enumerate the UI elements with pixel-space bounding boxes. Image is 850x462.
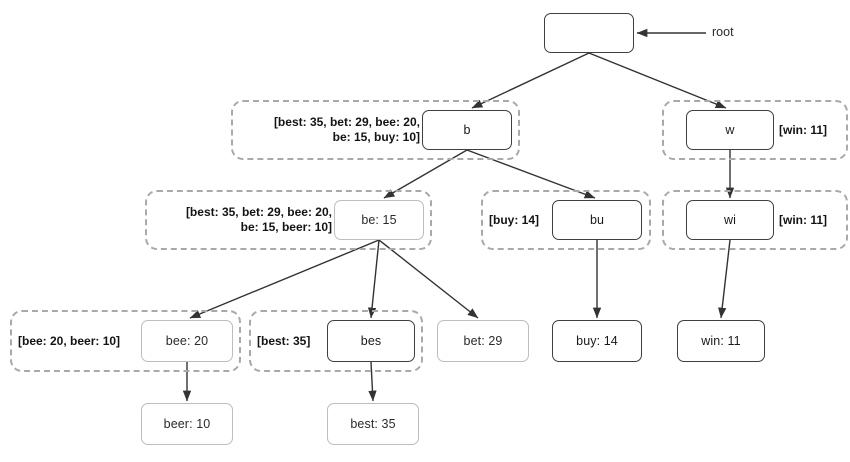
edge-root-b [471,52,590,109]
node-bu[interactable]: bu [552,200,642,240]
node-w[interactable]: w [686,110,774,150]
annot-b: [best: 35, bet: 29, bee: 20, be: 15, buy… [273,115,420,144]
edge-root-w [588,52,727,109]
node-be[interactable]: be: 15 [334,200,424,240]
node-beer[interactable]: beer: 10 [141,403,233,445]
node-root[interactable] [544,13,634,53]
annot-wi: [win: 11] [779,212,828,227]
edge-be-bes [367,239,380,319]
annot-bes: [best: 35] [257,333,311,348]
edge-bes-best [368,361,377,402]
node-bee[interactable]: bee: 20 [141,320,233,362]
annot-bu: [buy: 14] [489,212,540,227]
edge-wi-win [718,239,731,319]
annot-be: [best: 35, bet: 29, bee: 20, be: 15, bee… [185,205,332,234]
node-win[interactable]: win: 11 [677,320,765,362]
edge-be-bet [378,239,479,319]
root-callout-label: root [712,25,734,39]
node-b[interactable]: b [422,110,512,150]
node-buy[interactable]: buy: 14 [552,320,642,362]
edge-b-bu [466,149,596,199]
node-best[interactable]: best: 35 [327,403,419,445]
edge-b-be [383,149,468,199]
annot-bee: [bee: 20, beer: 10] [18,333,121,348]
edge-be-bee [189,239,380,319]
node-bet[interactable]: bet: 29 [437,320,529,362]
node-wi[interactable]: wi [686,200,774,240]
node-bes[interactable]: bes [327,320,415,362]
annot-w: [win: 11] [779,122,828,137]
